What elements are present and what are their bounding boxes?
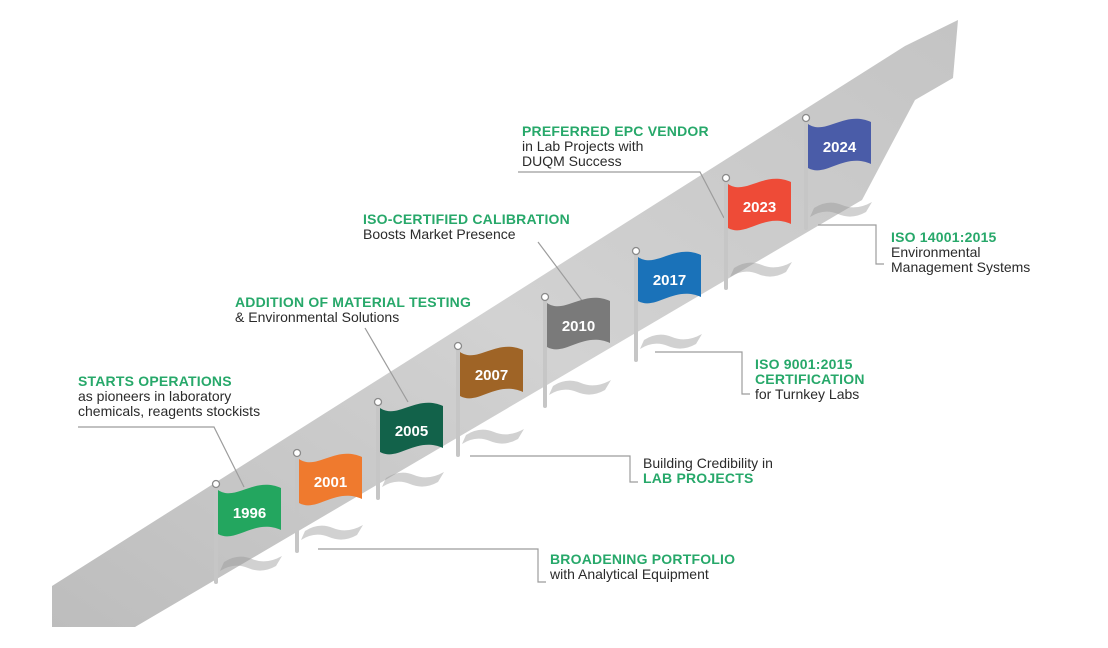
annotation-2017-line1: for Turnkey Labs (755, 386, 860, 402)
flag-body-2023 (728, 178, 791, 231)
annotation-2007-title: LAB PROJECTS (643, 470, 754, 486)
flag-shadow-2023 (730, 262, 792, 277)
annotation-2005: ADDITION OF MATERIAL TESTING & Environme… (235, 295, 471, 325)
flag-body-2007 (460, 346, 523, 399)
flag-body-2017 (638, 251, 701, 304)
flag-2017: 2017 (631, 246, 702, 362)
connector-2005 (364, 327, 409, 403)
flag-pole-cap-2017 (631, 246, 641, 256)
flag-body-1996 (218, 484, 281, 537)
annotation-2010-line1: Boosts Market Presence (363, 226, 516, 242)
flag-shadow-2007 (462, 429, 524, 444)
connector-1996 (78, 426, 245, 488)
connector-2010 (537, 241, 584, 303)
connector-lines (78, 171, 884, 583)
annotation-1996-line1: as pioneers in laboratory (78, 388, 232, 404)
flag-pole-cap-2024 (801, 113, 811, 123)
flag-shadow-2005 (382, 472, 444, 487)
flag-body-2010 (547, 297, 610, 350)
flag-2024: 2024 (801, 113, 872, 230)
flag-shadow-2024 (810, 202, 872, 217)
connector-2023 (518, 171, 725, 219)
flag-pole-cap-2007 (453, 341, 463, 351)
flag-body-2024 (808, 118, 871, 171)
annotation-2023-line1: in Lab Projects with (522, 138, 644, 154)
annotation-2005-title: ADDITION OF MATERIAL TESTING (235, 294, 472, 310)
annotation-2024-line1: Environmental (891, 244, 981, 260)
annotation-2007: Building Credibility in LAB PROJECTS (643, 456, 773, 486)
connector-2001 (318, 548, 546, 583)
flag-year-2001: 2001 (314, 474, 347, 491)
annotation-1996-title: STARTS OPERATIONS (78, 373, 232, 389)
flag-pole-cap-2023 (721, 173, 731, 183)
flag-pole-cap-2001 (292, 448, 302, 458)
flag-year-2024: 2024 (823, 139, 857, 156)
annotation-2024: ISO 14001:2015 Environmental Management … (891, 230, 1030, 275)
annotation-2017-title1: ISO 9001:2015 (755, 356, 853, 372)
flag-shadow-2010 (549, 380, 611, 395)
connector-2024 (818, 224, 884, 265)
flag-shadow-2001 (301, 525, 363, 540)
annotation-2010: ISO-CERTIFIED CALIBRATION Boosts Market … (363, 212, 570, 242)
flag-2010: 2010 (540, 292, 611, 408)
annotation-2024-line2: Management Systems (891, 259, 1031, 275)
annotation-2001: BROADENING PORTFOLIO with Analytical Equ… (550, 552, 735, 582)
annotation-2023-line2: DUQM Success (522, 153, 622, 169)
annotation-2017: ISO 9001:2015 CERTIFICATION for Turnkey … (755, 357, 865, 402)
flag-year-2007: 2007 (475, 367, 508, 384)
flag-shadow-1996 (220, 556, 282, 571)
flag-2023: 2023 (721, 173, 792, 290)
annotation-2024-title: ISO 14001:2015 (891, 229, 997, 245)
annotation-1996-line2: chemicals, reagents stockists (78, 403, 261, 419)
flag-pole-cap-2010 (540, 292, 550, 302)
flag-year-2010: 2010 (562, 318, 595, 335)
flag-1996: 1996 (211, 479, 282, 584)
flag-year-2023: 2023 (743, 199, 776, 216)
annotation-2023-title: PREFERRED EPC VENDOR (522, 123, 709, 139)
flag-pole-cap-2005 (373, 397, 383, 407)
flag-body-2001 (299, 453, 362, 506)
flag-body-2005 (380, 402, 443, 455)
annotation-2005-line1: & Environmental Solutions (235, 309, 400, 325)
annotation-2007-line1: Building Credibility in (643, 455, 773, 471)
flag-shadow-2017 (640, 334, 702, 349)
flag-pole-cap-1996 (211, 479, 221, 489)
connector-2017 (655, 351, 750, 395)
flag-year-2005: 2005 (395, 423, 428, 440)
annotation-2001-title: BROADENING PORTFOLIO (550, 551, 736, 567)
flag-year-1996: 1996 (233, 505, 266, 522)
flag-year-2017: 2017 (653, 272, 686, 289)
flag-2007: 2007 (453, 341, 524, 457)
annotation-2010-title: ISO-CERTIFIED CALIBRATION (363, 211, 570, 227)
flag-2001: 2001 (292, 448, 363, 553)
annotation-2017-title2: CERTIFICATION (755, 371, 865, 387)
annotation-2023: PREFERRED EPC VENDOR in Lab Projects wit… (522, 124, 709, 169)
road-arrow (52, 20, 958, 627)
flag-2005: 2005 (373, 397, 444, 500)
connector-2007 (470, 455, 638, 483)
flags-layer: 1996 2001 2005 2007 2010 2017 2023 2024 (211, 113, 872, 584)
annotation-2001-line1: with Analytical Equipment (550, 566, 709, 582)
annotation-1996: STARTS OPERATIONS as pioneers in laborat… (78, 374, 260, 419)
